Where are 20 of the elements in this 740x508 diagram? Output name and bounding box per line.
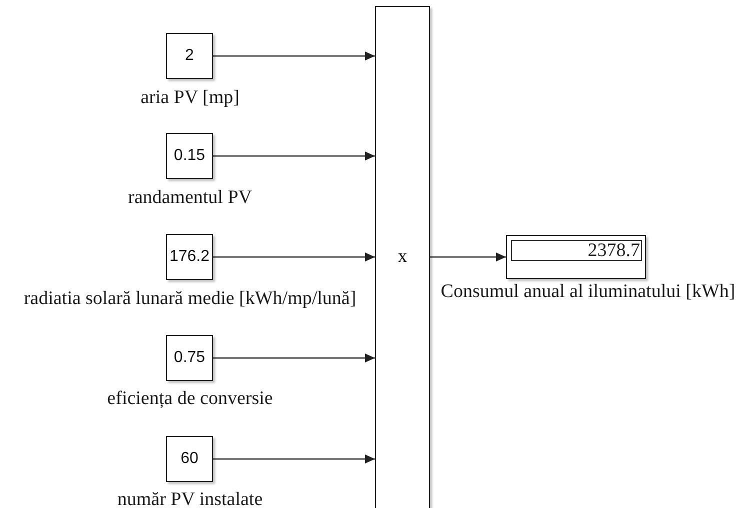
constant-block: 0.15	[166, 133, 213, 179]
constant-block: 60	[166, 436, 213, 482]
arrow	[213, 354, 375, 362]
block-label: Consumul anual al iluminatului [kWh]	[440, 281, 736, 303]
block-label: eficiența de conversie	[107, 388, 273, 410]
arrow	[213, 454, 375, 464]
constant-block: 2	[166, 33, 213, 79]
arrow	[430, 252, 506, 262]
display-readout: 2378.7	[511, 240, 642, 261]
block-label: radiatia solară lunară medie [kWh/mp/lună]	[24, 288, 356, 310]
block-label: număr PV instalate	[117, 489, 263, 508]
product-block: x	[375, 6, 430, 508]
constant-block: 176.2	[166, 234, 213, 280]
arrow	[213, 52, 375, 60]
arrow	[213, 252, 375, 262]
constant-block: 0.75	[166, 335, 213, 381]
arrow	[213, 152, 375, 160]
block-label: aria PV [mp]	[140, 87, 240, 109]
block-label: randamentul PV	[128, 187, 252, 209]
display-block	[506, 235, 646, 279]
